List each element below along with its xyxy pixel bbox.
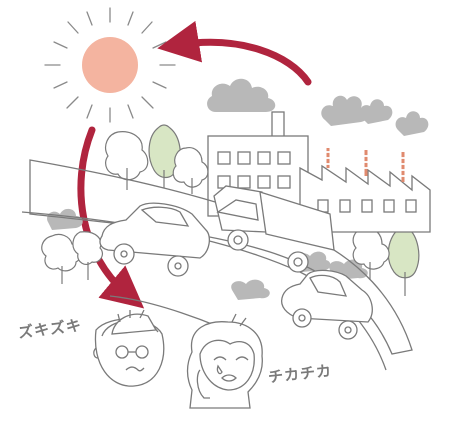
car-icon [280,269,373,340]
sun-icon [44,7,176,123]
arrow-to-sun [157,20,312,86]
smoke-clouds [47,78,429,300]
car-icon [99,202,211,277]
person-eye-irritation-icon [186,313,263,409]
person-headache-icon [93,309,165,387]
truck-icon [213,185,335,273]
trees [41,124,420,296]
